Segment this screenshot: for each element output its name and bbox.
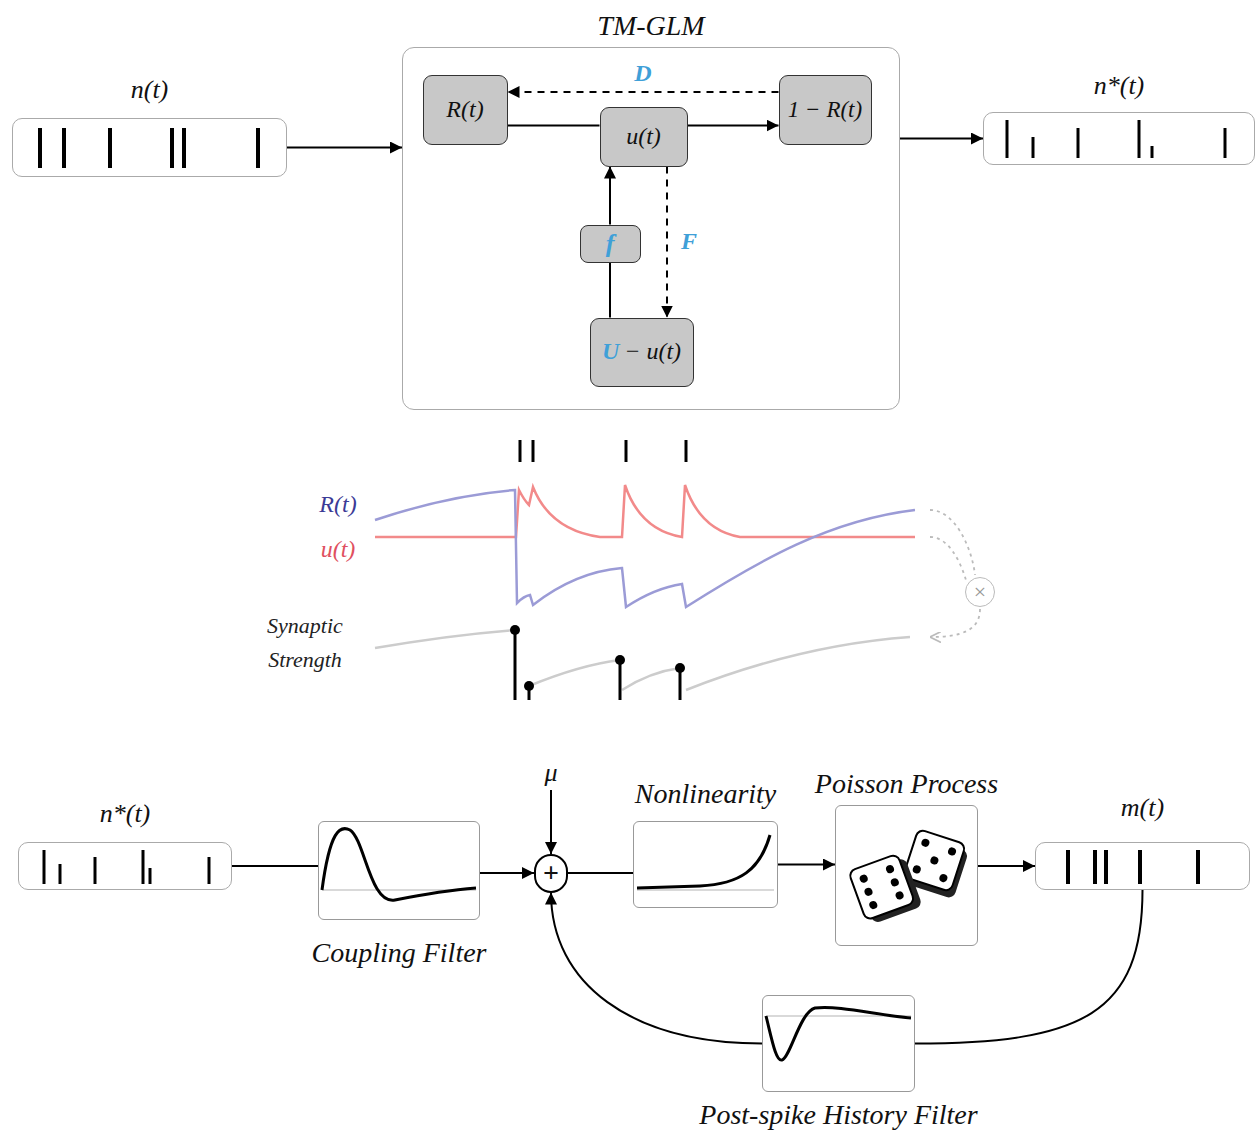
text-row: f [606, 229, 615, 259]
bias-arrow [550, 790, 552, 854]
product-circle: × [965, 577, 995, 607]
node-heading: n*(t) [100, 799, 151, 828]
connector [568, 872, 633, 874]
node-text: − u(t) [624, 338, 681, 366]
weighted-spikes-bottom [44, 850, 209, 884]
node-heading: Poisson Process [815, 768, 998, 799]
product-leaders [930, 510, 980, 637]
text-row: × [974, 579, 986, 604]
state-box: u(t) [600, 107, 688, 167]
connector [287, 147, 402, 149]
state-box: 1 − R(t) [779, 75, 872, 145]
text-row: U− u(t) [602, 338, 681, 366]
coupling-filter-plot [322, 829, 476, 901]
heading-holder: TM-GLM [597, 10, 704, 42]
text-row: R(t) [446, 96, 483, 124]
heading-holder: n*(t) [100, 799, 151, 829]
connector [480, 872, 534, 874]
connector [609, 263, 611, 318]
example-spikes [520, 440, 686, 462]
strength-envelope [375, 630, 910, 690]
connector [978, 865, 1035, 867]
node-text: f [606, 229, 615, 259]
weighted-spikes-top [1007, 120, 1225, 158]
node-heading: Nonlinearity [635, 778, 777, 809]
trace-label: R(t) [319, 491, 356, 519]
model-frame: TM-GLMR(t)u(t)1 − R(t)fU− u(t) [402, 47, 900, 410]
heading-holder: Nonlinearity [635, 778, 777, 810]
heading-holder: Poisson Process [815, 768, 998, 800]
nonlinearity-plot [637, 835, 774, 890]
node-heading: m(t) [1121, 793, 1164, 822]
text-row: u(t) [626, 123, 661, 151]
connector [609, 167, 611, 225]
connector [778, 864, 835, 866]
connector [900, 138, 983, 140]
connector [232, 865, 318, 867]
axis-label: Synaptic Strength [255, 609, 355, 677]
node-text: × [974, 579, 986, 604]
edge-label: F [681, 228, 697, 256]
state-box: R(t) [423, 75, 508, 145]
node-text: R(t) [446, 96, 483, 124]
node-text: u(t) [626, 123, 661, 151]
strength-stems [515, 630, 680, 700]
bias-label: μ [544, 758, 557, 788]
r-trace [375, 490, 915, 607]
output-spikes [1068, 850, 1198, 884]
heading-holder: Coupling Filter [312, 937, 487, 969]
connector [688, 125, 779, 127]
connector [915, 890, 1143, 1044]
node-heading: n(t) [131, 75, 169, 104]
strength-dots [510, 625, 685, 691]
node-heading: Coupling Filter [312, 937, 487, 968]
edge-label: D [634, 60, 651, 88]
text-row: + [543, 857, 559, 889]
node-text: + [543, 857, 559, 889]
dice-icon [848, 829, 970, 926]
connector [666, 167, 668, 318]
heading-holder: Post-spike History Filter [699, 1099, 977, 1131]
input-spikes [40, 128, 258, 168]
node-text: U [602, 338, 619, 366]
parameter-box: f [580, 225, 641, 263]
trace-label: u(t) [321, 536, 356, 564]
spike-train-box: n(t) [12, 118, 287, 177]
connector [508, 125, 600, 127]
heading-holder: n*(t) [1094, 71, 1145, 101]
state-box: U− u(t) [590, 318, 694, 387]
heading-holder: n(t) [131, 75, 169, 105]
spike-train-box: n*(t) [18, 842, 232, 890]
process-box: Poisson Process [835, 805, 978, 946]
spike-train-box: n*(t) [983, 112, 1255, 165]
history-filter-plot [766, 1007, 911, 1060]
filter-box: Coupling Filter [318, 821, 480, 920]
node-heading: Post-spike History Filter [699, 1099, 977, 1130]
filter-box: Post-spike History Filter [762, 995, 915, 1092]
node-text: 1 − R(t) [788, 96, 862, 122]
text-row: 1 − R(t) [788, 96, 862, 122]
heading-holder: m(t) [1121, 793, 1164, 823]
connector [508, 91, 779, 93]
connector [551, 893, 762, 1044]
sum-circle: + [534, 854, 568, 893]
node-heading: TM-GLM [597, 10, 704, 41]
node-heading: n*(t) [1094, 71, 1145, 100]
filter-box: Nonlinearity [633, 821, 778, 908]
spike-train-box: m(t) [1035, 842, 1250, 890]
